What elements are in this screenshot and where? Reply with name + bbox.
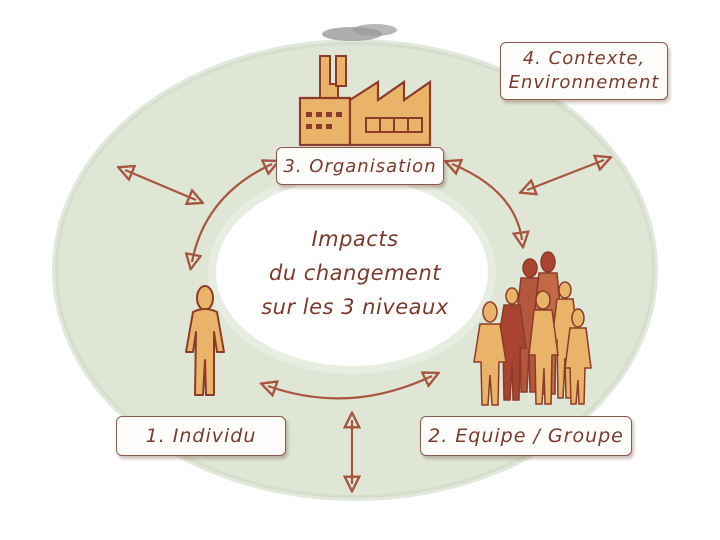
double-arrow-icon: [125, 160, 604, 484]
level-equipe-label: 2. Equipe / Groupe: [420, 416, 632, 456]
level-organisation-label: 3. Organisation: [276, 147, 444, 185]
center-line-2: du changement: [268, 261, 442, 285]
level-equipe-text: 2. Equipe / Groupe: [428, 425, 624, 447]
level-contexte-label: 4. Contexte, Environnement: [500, 42, 668, 100]
level-contexte-line2: Environnement: [508, 72, 660, 93]
group-of-people-icon: [473, 251, 592, 406]
factory-icon: [298, 24, 432, 147]
center-line-3: sur les 3 niveaux: [261, 295, 449, 319]
center-line-1: Impacts: [311, 227, 399, 251]
level-contexte-line1: 4. Contexte,: [522, 48, 646, 69]
center-caption: Impacts du changement sur les 3 niveaux: [230, 222, 480, 324]
level-individu-label: 1. Individu: [116, 416, 286, 456]
level-organisation-text: 3. Organisation: [283, 155, 437, 177]
level-individu-text: 1. Individu: [145, 425, 257, 447]
person-icon: [185, 285, 225, 396]
